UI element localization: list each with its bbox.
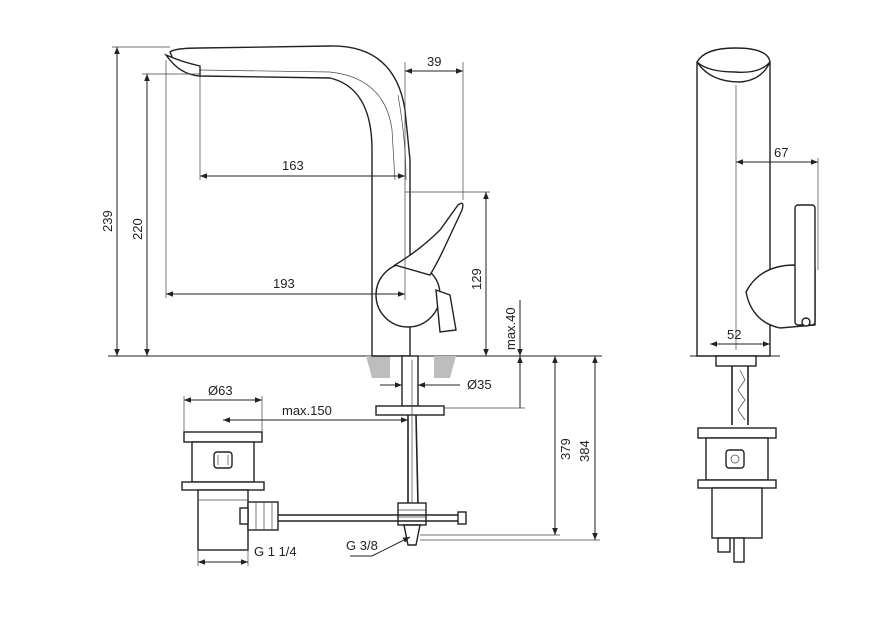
dim-379: 379	[558, 438, 573, 460]
dim-max40: max.40	[503, 307, 518, 350]
front-view-faucet	[108, 45, 602, 546]
dim-193: 193	[273, 276, 295, 291]
front-view-drain	[181, 431, 279, 551]
dim-39: 39	[427, 54, 441, 69]
dim-384: 384	[577, 440, 592, 462]
dim-diameter-35: Ø35	[467, 377, 492, 392]
dim-52: 52	[727, 327, 741, 342]
dim-220: 220	[130, 218, 145, 240]
side-view-faucet	[690, 47, 816, 563]
dim-163: 163	[282, 158, 304, 173]
dim-239: 239	[100, 210, 115, 232]
dim-max150: max.150	[282, 403, 332, 418]
dim-67: 67	[774, 145, 788, 160]
dim-thread-g114: G 1 1/4	[254, 544, 297, 559]
dim-diameter-63: Ø63	[208, 383, 233, 398]
dim-thread-g38: G 3/8	[346, 538, 378, 553]
dim-129: 129	[469, 268, 484, 290]
dimension-lines	[112, 46, 819, 566]
